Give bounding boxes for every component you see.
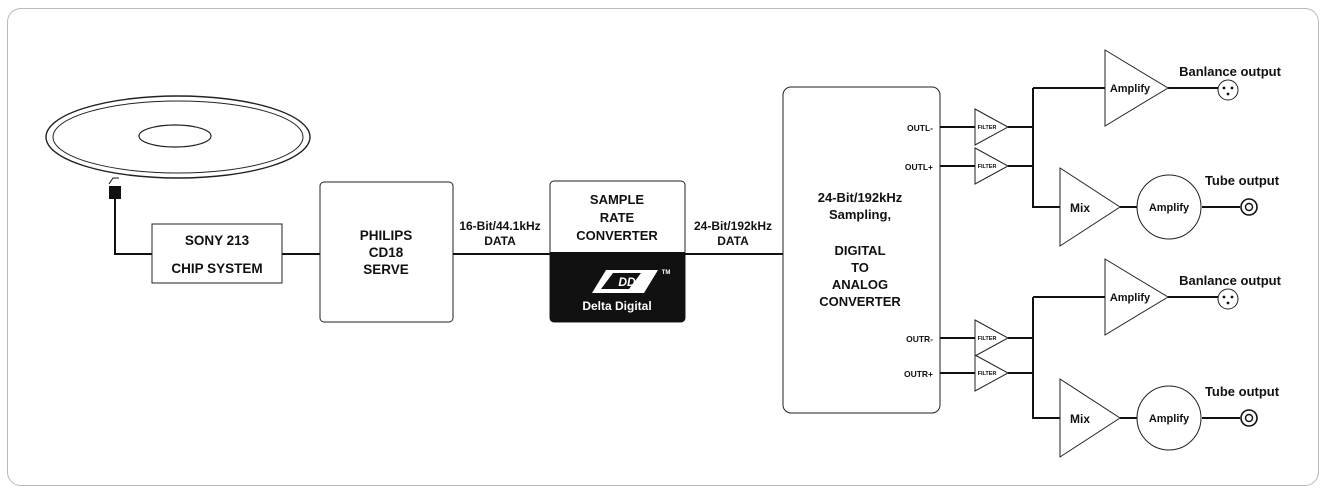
svg-text:Delta Digital: Delta Digital bbox=[582, 299, 651, 313]
svg-text:Mix: Mix bbox=[1070, 201, 1090, 215]
svg-text:CONVERTER: CONVERTER bbox=[819, 294, 901, 309]
svg-text:TM: TM bbox=[662, 270, 671, 276]
svg-text:CD18: CD18 bbox=[369, 245, 404, 260]
svg-text:DIGITAL: DIGITAL bbox=[834, 243, 885, 258]
xlr-connector-icon bbox=[1217, 288, 1239, 310]
rca-connector-icon bbox=[1240, 409, 1258, 427]
laser-pickup-icon bbox=[108, 177, 152, 255]
svg-text:24-Bit/192kHz: 24-Bit/192kHz bbox=[818, 190, 903, 205]
xlr-connector-icon bbox=[1217, 79, 1239, 101]
svg-text:FILTER: FILTER bbox=[978, 336, 997, 342]
svg-text:SERVE: SERVE bbox=[363, 262, 409, 277]
port-outr-minus: OUTR- bbox=[906, 334, 933, 344]
dac-box: 24-Bit/192kHz Sampling, DIGITAL TO ANALO… bbox=[782, 86, 941, 414]
svg-text:FILTER: FILTER bbox=[978, 164, 997, 170]
svg-text:CONVERTER: CONVERTER bbox=[576, 228, 658, 243]
svg-text:ANALOG: ANALOG bbox=[832, 277, 888, 292]
balance-output-label-left: Banlance output bbox=[1179, 64, 1282, 79]
philips-cd18-box: PHILIPS CD18 SERVE bbox=[319, 181, 454, 323]
amplify-balance-left: Amplify bbox=[1104, 49, 1169, 127]
tube-amplify-left: Amplify bbox=[1136, 174, 1202, 240]
svg-text:Amplify: Amplify bbox=[1149, 202, 1190, 214]
delta-digital-logo: DD TM Delta Digital bbox=[582, 270, 670, 313]
link2-sublabel: DATA bbox=[717, 234, 749, 248]
filter-outl-minus: FILTER bbox=[974, 108, 1010, 146]
mix-left: Mix bbox=[1059, 167, 1121, 247]
tube-output-label-left: Tube output bbox=[1205, 173, 1280, 188]
svg-text:Amplify: Amplify bbox=[1110, 83, 1151, 95]
svg-text:Amplify: Amplify bbox=[1110, 292, 1151, 304]
link1-sublabel: DATA bbox=[484, 234, 516, 248]
svg-text:FILTER: FILTER bbox=[978, 371, 997, 377]
port-outl-minus: OUTL- bbox=[907, 123, 933, 133]
rca-connector-icon bbox=[1240, 198, 1258, 216]
cd-disc-icon bbox=[45, 95, 311, 179]
right-channel-wires bbox=[1008, 296, 1240, 419]
link1-label: 16-Bit/44.1kHz bbox=[459, 219, 540, 233]
link2-label: 24-Bit/192kHz bbox=[694, 219, 772, 233]
svg-text:Sampling,: Sampling, bbox=[829, 207, 891, 222]
svg-text:SAMPLE: SAMPLE bbox=[590, 192, 645, 207]
sony-chip-system-box: SONY 213 CHIP SYSTEM bbox=[151, 223, 283, 284]
port-outr-plus: OUTR+ bbox=[904, 369, 933, 379]
svg-text:SONY 213: SONY 213 bbox=[185, 233, 250, 248]
filter-outr-minus: FILTER bbox=[974, 319, 1010, 357]
amplify-balance-right: Amplify bbox=[1104, 258, 1169, 336]
port-outl-plus: OUTL+ bbox=[905, 162, 933, 172]
left-channel-wires bbox=[1008, 87, 1240, 208]
tube-amplify-right: Amplify bbox=[1136, 385, 1202, 451]
svg-text:Mix: Mix bbox=[1070, 412, 1090, 426]
balance-output-label-right: Banlance output bbox=[1179, 273, 1282, 288]
svg-text:CHIP SYSTEM: CHIP SYSTEM bbox=[171, 261, 262, 276]
svg-text:DD: DD bbox=[618, 275, 636, 289]
dac-output-wires bbox=[940, 126, 975, 374]
svg-text:RATE: RATE bbox=[600, 210, 635, 225]
tube-output-label-right: Tube output bbox=[1205, 384, 1280, 399]
svg-text:Amplify: Amplify bbox=[1149, 413, 1190, 425]
svg-text:TO: TO bbox=[851, 260, 869, 275]
filter-outr-plus: FILTER bbox=[974, 354, 1010, 392]
mix-right: Mix bbox=[1059, 378, 1121, 458]
filter-outl-plus: FILTER bbox=[974, 147, 1010, 185]
svg-text:PHILIPS: PHILIPS bbox=[360, 228, 413, 243]
svg-text:FILTER: FILTER bbox=[978, 125, 997, 131]
